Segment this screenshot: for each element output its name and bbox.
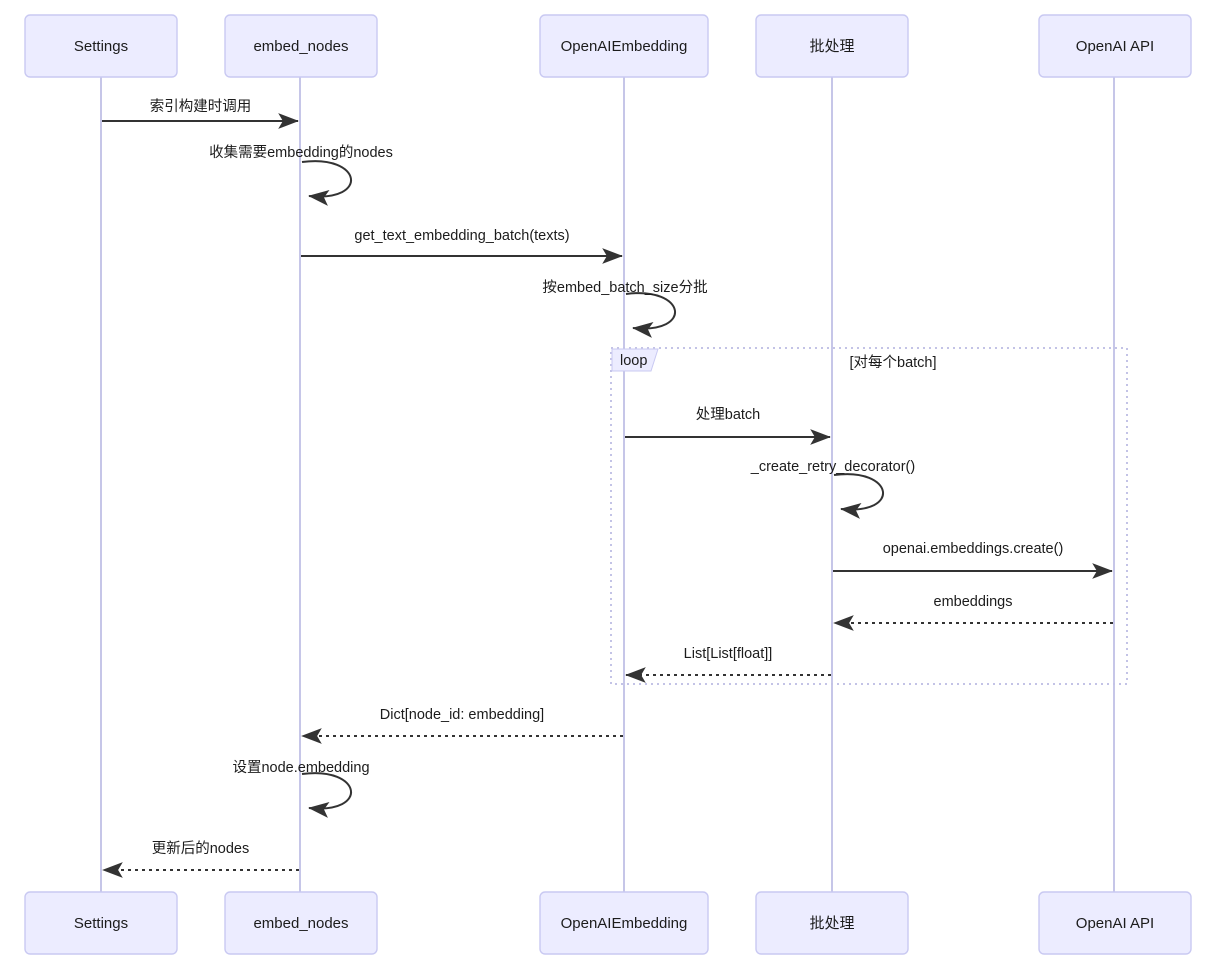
fragment-loop1: loop [对每个batch] [610, 347, 1128, 685]
message-m1: 索引构建时调用 [102, 98, 299, 129]
message-m5: 处理batch [625, 406, 831, 445]
message-label: embeddings [934, 594, 1013, 610]
actor-label: embed_nodes [253, 38, 348, 55]
message-m10: Dict[node_id: embedding] [301, 707, 623, 744]
message-label: 设置node.embedding [232, 759, 369, 776]
fragment-border [610, 347, 1128, 685]
fragment-keyword-label: loop [620, 353, 647, 369]
actor-box[interactable] [224, 891, 378, 955]
actor-settings-top[interactable]: Settings [24, 14, 178, 78]
actor-openai_embedding-bottom[interactable]: OpenAIEmbedding [539, 891, 709, 955]
message-label: List[List[float]] [684, 646, 773, 662]
actor-label: OpenAIEmbedding [561, 915, 688, 932]
actor-label: 批处理 [809, 38, 854, 55]
actor-embed_nodes-bottom[interactable]: embed_nodes [224, 891, 378, 955]
self-message-arrow [625, 292, 676, 338]
message-m12: 更新后的nodes [102, 840, 299, 878]
actor-box[interactable] [24, 14, 178, 78]
message-m7: openai.embeddings.create() [833, 541, 1113, 579]
message-m2: 收集需要embedding的nodes [209, 144, 393, 206]
actor-boxes-top-group: Settings embed_nodes OpenAIEmbedding 批处理 Ope… [24, 14, 1192, 78]
actor-settings-bottom[interactable]: Settings [24, 891, 178, 955]
actor-box[interactable] [1038, 891, 1192, 955]
actor-box[interactable] [755, 14, 909, 78]
message-label: openai.embeddings.create() [883, 541, 1064, 557]
actor-box[interactable] [224, 14, 378, 78]
fragment-condition-label: [对每个batch] [849, 354, 936, 371]
message-label: get_text_embedding_batch(texts) [354, 228, 569, 244]
actor-batch-bottom[interactable]: 批处理 [755, 891, 909, 955]
actor-label: embed_nodes [253, 915, 348, 932]
fragments-group: loop [对每个batch] [610, 347, 1128, 685]
lifelines-group [100, 77, 1115, 892]
message-m4: 按embed_batch_size分批 [542, 279, 708, 338]
self-message-arrow [301, 772, 352, 818]
actor-box[interactable] [539, 14, 709, 78]
message-label: _create_retry_decorator() [750, 459, 915, 475]
actor-openai_api-bottom[interactable]: OpenAI API [1038, 891, 1192, 955]
message-label: Dict[node_id: embedding] [380, 707, 544, 723]
actor-embed_nodes-top[interactable]: embed_nodes [224, 14, 378, 78]
message-label: 收集需要embedding的nodes [209, 144, 393, 161]
actor-openai_embedding-top[interactable]: OpenAIEmbedding [539, 14, 709, 78]
message-m3: get_text_embedding_batch(texts) [301, 228, 623, 264]
actor-label: Settings [74, 915, 128, 932]
message-label: 更新后的nodes [152, 840, 250, 857]
actor-box[interactable] [755, 891, 909, 955]
actor-box[interactable] [24, 891, 178, 955]
actor-box[interactable] [539, 891, 709, 955]
fragment-keyword-tag [611, 348, 659, 372]
actor-openai_api-top[interactable]: OpenAI API [1038, 14, 1192, 78]
message-m11: 设置node.embedding [232, 759, 370, 818]
actor-label: Settings [74, 38, 128, 55]
actor-label: OpenAI API [1076, 915, 1154, 932]
actor-box[interactable] [1038, 14, 1192, 78]
message-label: 处理batch [696, 406, 760, 423]
message-m9: List[List[float]] [625, 646, 831, 683]
self-message-arrow [301, 160, 352, 206]
actor-label: OpenAIEmbedding [561, 38, 688, 55]
actor-label: OpenAI API [1076, 38, 1154, 55]
actor-label: 批处理 [809, 915, 854, 932]
self-message-arrow [833, 473, 884, 519]
message-m6: _create_retry_decorator() [750, 459, 915, 519]
message-label: 索引构建时调用 [150, 98, 252, 115]
actor-boxes-bottom-group: Settings embed_nodes OpenAIEmbedding 批处理 Ope… [24, 891, 1192, 955]
actor-batch-top[interactable]: 批处理 [755, 14, 909, 78]
message-label: 按embed_batch_size分批 [542, 279, 707, 296]
message-m8: embeddings [833, 594, 1113, 631]
